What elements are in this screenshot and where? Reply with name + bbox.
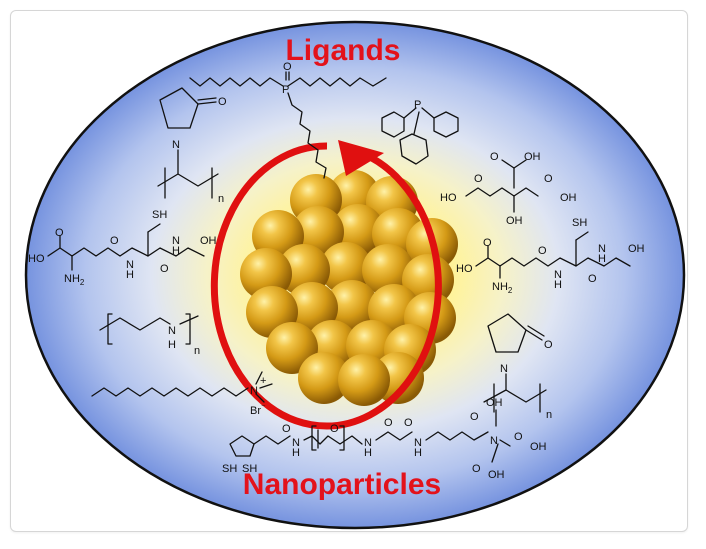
chem-label: O: [282, 423, 291, 435]
chem-label: O: [474, 173, 483, 185]
chem-label: N: [554, 269, 562, 281]
chem-label: H: [554, 279, 562, 291]
chem-label: O: [490, 151, 499, 163]
ligand-exchange-ring: [210, 142, 442, 430]
chem-label: N: [126, 259, 134, 271]
chem-label: P: [414, 99, 421, 111]
chem-label: O: [384, 417, 393, 429]
chem-label: O: [483, 237, 492, 249]
chem-label: N: [292, 437, 300, 449]
gold-atom-sphere: [326, 280, 378, 332]
chem-label: OH: [530, 441, 547, 453]
pei-structure: N H n: [99, 313, 200, 357]
chem-label: HO: [440, 192, 457, 204]
chem-label: NH2: [492, 281, 513, 295]
chem-label: H: [598, 253, 606, 265]
chem-label: O: [110, 235, 119, 247]
chem-label: N: [168, 325, 176, 337]
chem-label: HO: [28, 253, 45, 265]
chem-label: OH: [560, 192, 577, 204]
pvp-structure-left: O N n: [157, 87, 227, 205]
chem-label: H: [168, 339, 176, 351]
chem-label: SH: [152, 209, 167, 221]
chem-label: NH2: [64, 273, 85, 287]
chem-label: SH: [222, 463, 237, 475]
chem-label: OH: [200, 235, 217, 247]
chem-label: N: [364, 437, 372, 449]
chem-label: O: [404, 417, 413, 429]
chem-label: O: [160, 263, 169, 275]
glutathione-structure-right: SH O HO NH2 O N H N H O OH: [456, 217, 645, 295]
chem-label: O: [514, 431, 523, 443]
chem-label: N: [598, 243, 606, 255]
chem-label: N: [250, 385, 258, 397]
gold-atom-sphere: [338, 354, 390, 406]
chem-label: O: [470, 411, 479, 423]
chem-label: O: [544, 173, 553, 185]
chem-label: Br⁻: [250, 402, 266, 417]
glutathione-structure-left: SH O HO NH2 O N H N H O OH: [28, 209, 217, 287]
triphenylphosphine-structure: P: [381, 99, 459, 165]
chem-label: O: [330, 423, 339, 435]
chem-label: OH: [506, 215, 523, 227]
chem-label: OH: [486, 397, 503, 409]
chem-label: O: [538, 245, 547, 257]
title-ligands: Ligands: [285, 34, 400, 67]
chem-label: O: [472, 463, 481, 475]
chem-label: n: [546, 409, 552, 421]
chem-label: OH: [524, 151, 541, 163]
chem-label: OH: [628, 243, 645, 255]
chem-label: HO: [456, 263, 473, 275]
gold-atom-sphere: [298, 352, 350, 404]
pvp-structure-right: O N n: [483, 313, 553, 421]
trioctylphosphine-oxide-structure: O P: [189, 61, 387, 179]
chem-label: H: [292, 447, 300, 459]
chem-label: H: [126, 269, 134, 281]
chem-label: H: [364, 447, 372, 459]
chem-label: n: [194, 345, 200, 357]
chem-label: SH: [242, 463, 257, 475]
title-nanoparticles: Nanoparticles: [243, 468, 441, 501]
chem-label: OH: [488, 469, 505, 481]
chem-label: n: [218, 193, 224, 205]
chem-label: O: [55, 227, 64, 239]
chem-label: H: [172, 245, 180, 257]
chem-label: SH: [572, 217, 587, 229]
chem-label: N: [172, 139, 180, 151]
chem-label: N: [414, 437, 422, 449]
chem-label: O: [544, 339, 553, 351]
gold-atom-sphere: [362, 244, 414, 296]
chem-label: O: [588, 273, 597, 285]
chem-label: N: [500, 363, 508, 375]
chem-label: N: [490, 435, 498, 447]
chem-label: O: [218, 96, 227, 108]
chem-label: H: [414, 447, 422, 459]
chem-label: O: [283, 61, 292, 73]
ring-arrowhead: [338, 140, 384, 176]
gold-nanoparticle-cluster: [240, 170, 458, 406]
lipoic-peg-nta-structure: SH SH O N H O N H O O N H N OH O O OH O …: [222, 397, 547, 481]
ctab-structure: N + Br⁻: [91, 371, 273, 417]
chem-label: +: [260, 375, 266, 387]
chem-label: P: [282, 84, 289, 96]
chem-label: N: [172, 235, 180, 247]
citric-acid-structure: O OH HO O OH O OH: [440, 151, 577, 227]
